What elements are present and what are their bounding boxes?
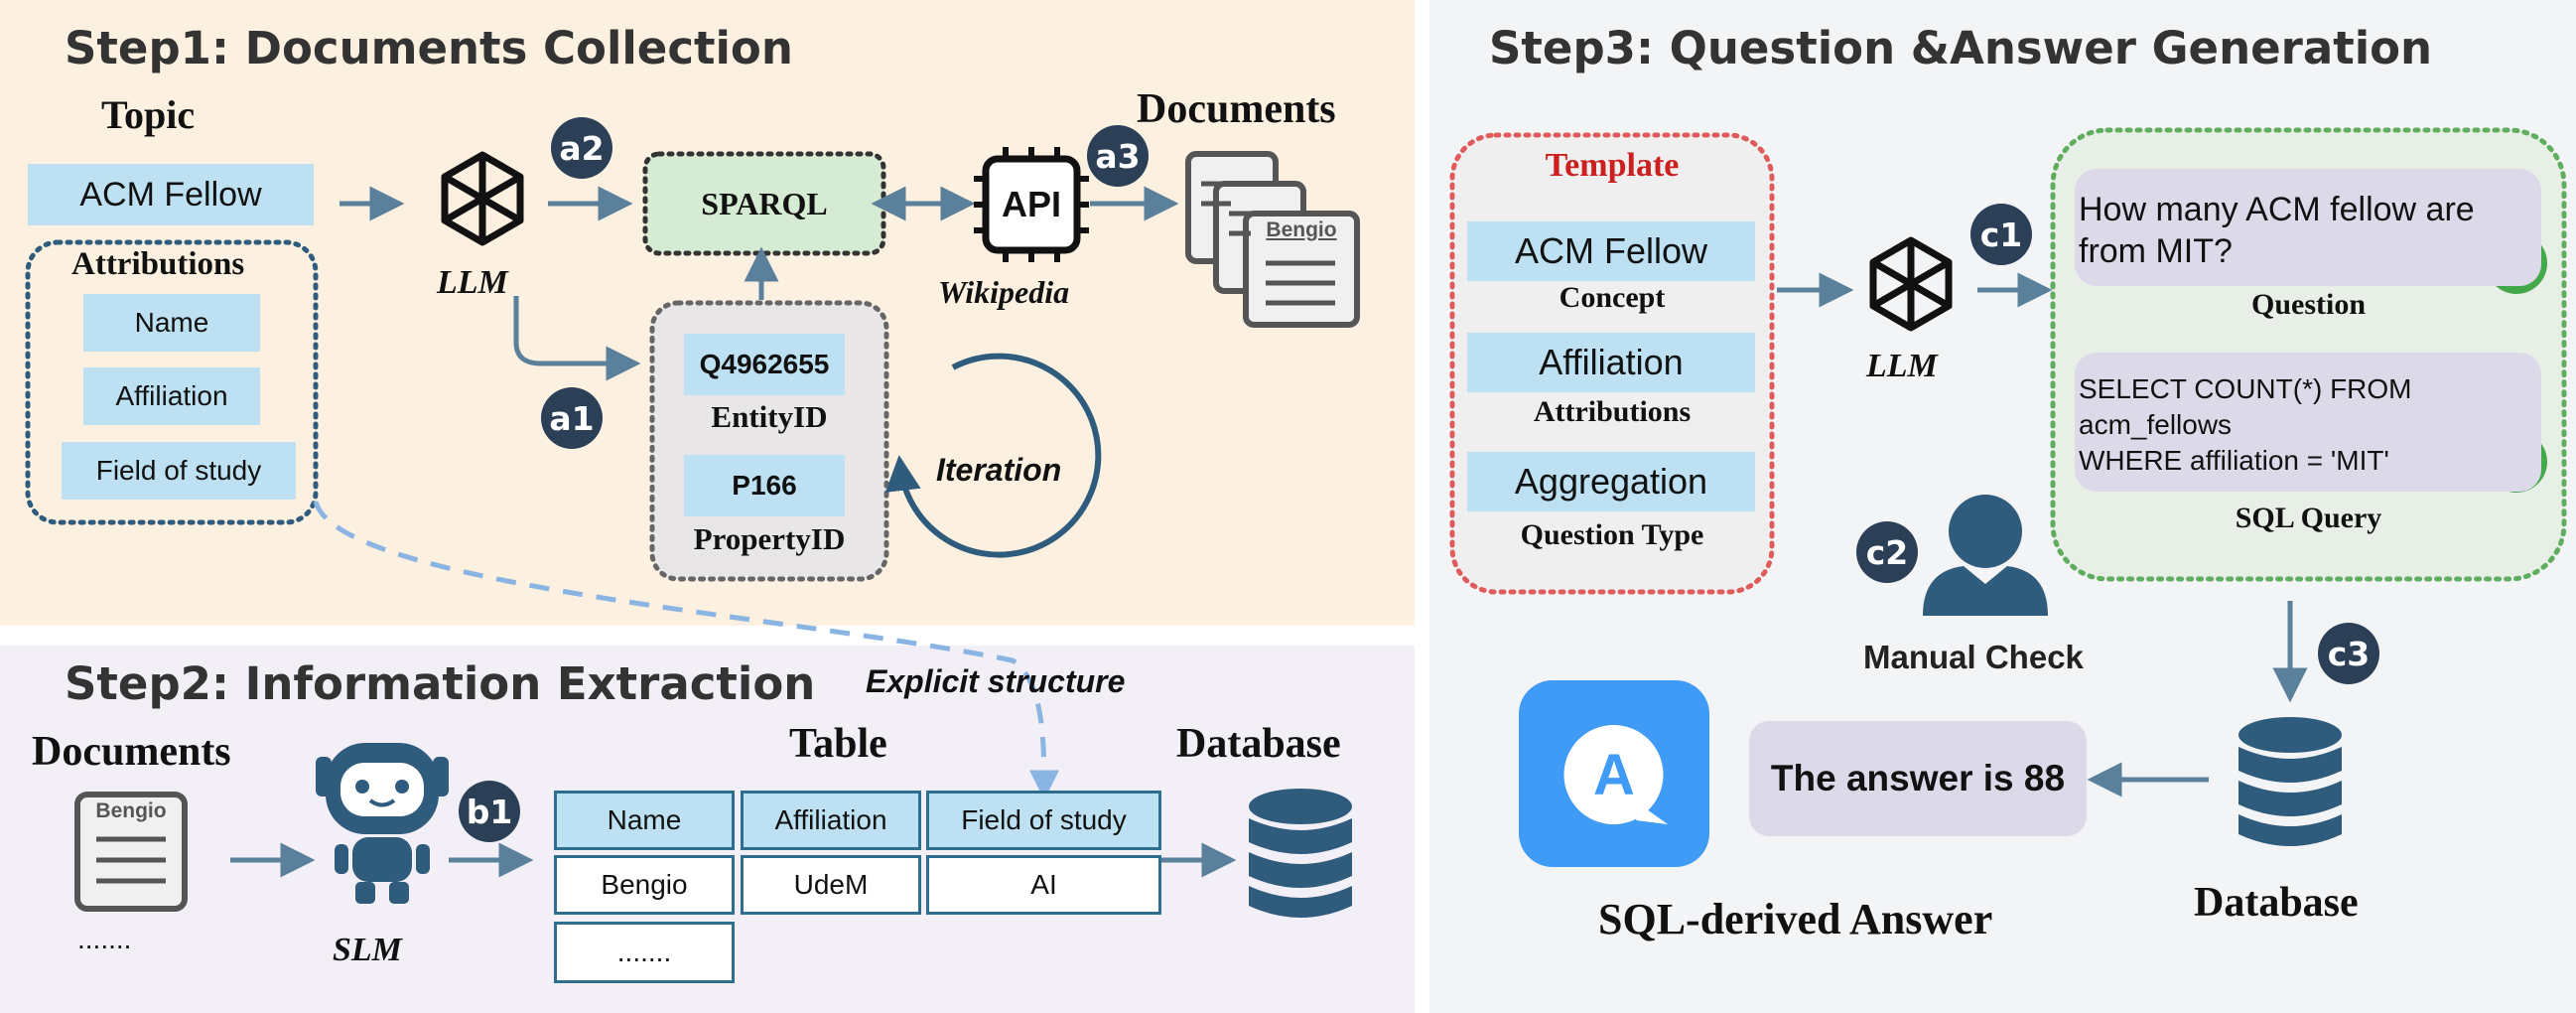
template-concept-value: ACM Fellow xyxy=(1467,221,1755,281)
badge-b1: b1 xyxy=(459,781,520,842)
llm-label-step1: LLM xyxy=(437,264,508,301)
question-caption: Question xyxy=(2250,288,2367,321)
answer-box xyxy=(1749,721,2087,836)
property-id-label: PropertyID xyxy=(693,521,846,556)
step2-title: Step2: Information Extraction xyxy=(65,657,816,710)
slm-label: SLM xyxy=(333,932,402,968)
answer-text: The answer is 88 xyxy=(1770,758,2066,798)
sql-line-1: SELECT COUNT(*) FROM xyxy=(2079,373,2412,404)
table-header-field-of-study: Field of study xyxy=(926,791,1161,850)
table-cell-field-of-study: AI xyxy=(926,855,1161,915)
step1-title: Step1: Documents Collection xyxy=(65,22,793,74)
table-cell-ellipsis: ....... xyxy=(554,922,735,983)
badge-c1: c1 xyxy=(1970,204,2032,265)
badge-c3: c3 xyxy=(2318,623,2379,684)
sql-derived-answer-label: SQL-derived Answer xyxy=(1598,895,1993,943)
documents-label-step1: Documents xyxy=(1137,86,1336,132)
sql-caption: SQL Query xyxy=(2235,502,2382,534)
badge-a3: a3 xyxy=(1087,125,1149,187)
check-icon-sql xyxy=(2486,431,2547,493)
entity-id-value: Q4962655 xyxy=(684,334,845,395)
topic-label: Topic xyxy=(101,92,196,137)
doc-tag-step1: Bengio xyxy=(1266,218,1337,241)
topic-value: ACM Fellow xyxy=(28,164,314,225)
template-concept-caption: Concept xyxy=(1559,281,1666,314)
sql-box xyxy=(2075,353,2541,492)
documents-label-step2: Documents xyxy=(32,729,231,775)
table-cell-affiliation: UdeM xyxy=(741,855,921,915)
table-header-name: Name xyxy=(554,791,735,850)
iteration-label: Iteration xyxy=(936,452,1062,488)
table-header-affiliation: Affiliation xyxy=(741,791,921,850)
entity-id-label: EntityID xyxy=(711,399,828,434)
template-question-type-value: Aggregation xyxy=(1467,452,1755,511)
manual-check-label: Manual Check xyxy=(1863,639,2084,675)
property-id-value: P166 xyxy=(684,455,845,516)
question-box xyxy=(2075,169,2541,286)
question-line-1: How many ACM fellow are xyxy=(2079,191,2475,228)
sparql-label: SPARQL xyxy=(701,185,828,221)
check-icon-question xyxy=(2486,232,2547,294)
person-icon xyxy=(1923,495,2048,616)
table-cell-name: Bengio xyxy=(554,855,735,915)
template-attribution-caption: Attributions xyxy=(1533,395,1692,428)
llm-label-step3: LLM xyxy=(1866,348,1938,384)
attribution-affiliation: Affiliation xyxy=(83,367,260,425)
wikipedia-label: Wikipedia xyxy=(938,274,1070,310)
database-label-step3: Database xyxy=(2194,880,2359,926)
badge-c2: c2 xyxy=(1856,521,1918,583)
documents-ellipsis: ....... xyxy=(77,924,132,954)
answer-app-letter: A xyxy=(1593,742,1635,807)
api-icon: API xyxy=(1001,184,1061,224)
question-line-2: from MIT? xyxy=(2079,232,2233,270)
template-attribution-value: Affiliation xyxy=(1467,333,1755,392)
attributions-label: Attributions xyxy=(71,246,245,282)
table-label: Table xyxy=(789,721,887,767)
attribution-name: Name xyxy=(83,294,260,352)
database-label-step2: Database xyxy=(1176,721,1341,767)
template-label: Template xyxy=(1545,147,1680,184)
badge-a2: a2 xyxy=(551,117,612,179)
sql-line-2: acm_fellows xyxy=(2079,409,2233,440)
sql-line-3: WHERE affiliation = 'MIT' xyxy=(2079,445,2389,476)
doc-tag-step2: Bengio xyxy=(95,799,167,822)
badge-a1: a1 xyxy=(541,387,603,449)
template-question-type-caption: Question Type xyxy=(1520,518,1704,551)
attribution-field-of-study: Field of study xyxy=(62,442,296,500)
explicit-structure-label: Explicit structure xyxy=(866,663,1126,699)
step3-title: Step3: Question &Answer Generation xyxy=(1489,22,2433,74)
